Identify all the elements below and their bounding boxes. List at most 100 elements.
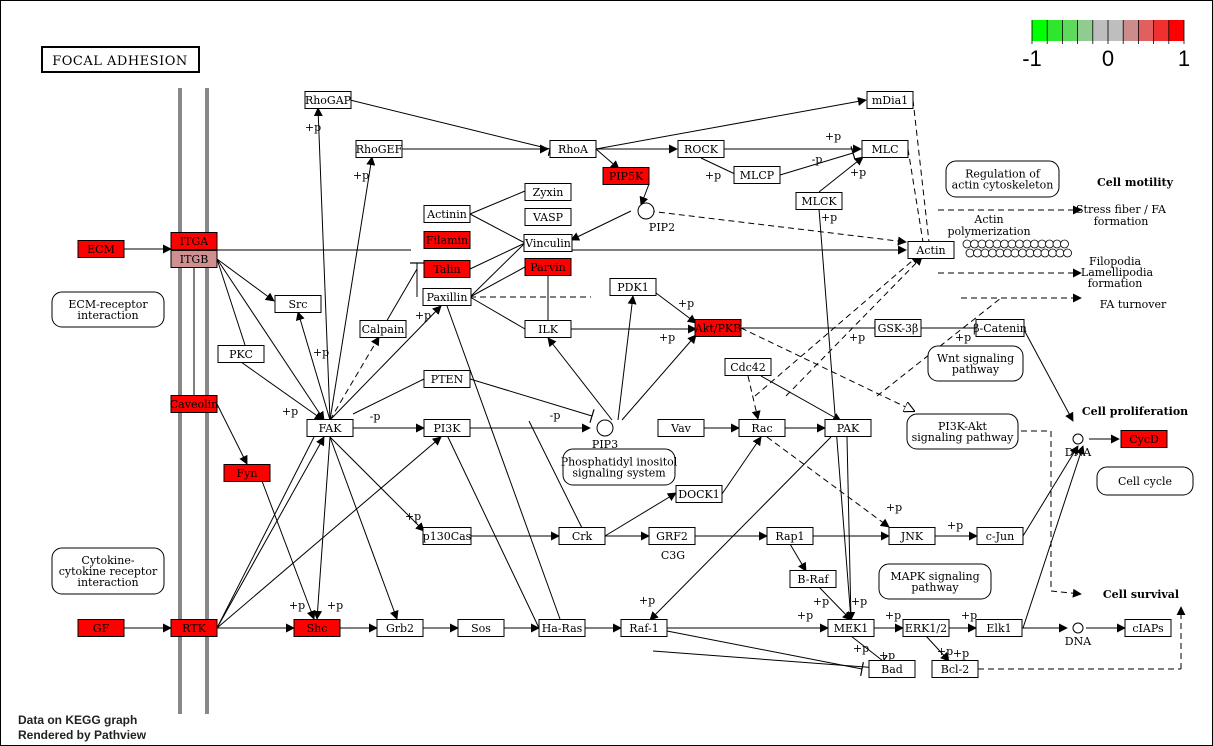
gene-node-elk1[interactable]: Elk1 <box>975 619 1023 637</box>
gene-node-parvin[interactable]: Parvin <box>524 258 572 276</box>
gene-node-b-raf[interactable]: B-Raf <box>789 570 837 588</box>
compound-circle[interactable] <box>1072 622 1084 634</box>
gene-node-calpain[interactable]: Calpain <box>359 320 407 338</box>
gene-node-crk[interactable]: Crk <box>558 527 606 545</box>
pathway-link-box[interactable] <box>51 547 165 595</box>
gene-node-mlck[interactable]: MLCK <box>795 192 843 210</box>
gene-node-vinculin[interactable]: Vinculin <box>523 234 573 252</box>
gene-node-box[interactable] <box>423 231 471 249</box>
gene-node-filamin[interactable]: Filamin <box>423 231 471 249</box>
gene-node-box[interactable] <box>523 234 573 252</box>
gene-node-box[interactable] <box>976 527 1024 545</box>
gene-node-box[interactable] <box>170 619 218 637</box>
gene-node-box[interactable] <box>524 183 572 201</box>
gene-node-pip5k[interactable]: PIP5K <box>602 167 650 185</box>
gene-node-akt-pkb[interactable]: Akt/PKB <box>694 319 742 337</box>
gene-node-itga[interactable]: ITGA <box>170 232 218 250</box>
gene-node-box[interactable] <box>170 250 218 268</box>
gene-node-pak[interactable]: PAK <box>824 419 872 437</box>
gene-node-rock[interactable]: ROCK <box>677 140 725 158</box>
gene-node-box[interactable] <box>359 320 407 338</box>
gene-node-box[interactable] <box>694 319 742 337</box>
compound-circle[interactable] <box>1072 433 1084 445</box>
gene-node-box[interactable] <box>675 485 723 503</box>
gene-node-box[interactable] <box>648 527 696 545</box>
gene-node-box[interactable] <box>1124 619 1172 637</box>
gene-node-box[interactable] <box>355 140 403 158</box>
gene-node-box[interactable] <box>866 91 914 109</box>
gene-node-caveolin[interactable]: Caveolin <box>170 395 218 413</box>
gene-node-ilk[interactable]: ILK <box>524 320 572 338</box>
gene-node-box[interactable] <box>77 240 125 258</box>
gene-node-box[interactable] <box>304 91 352 109</box>
gene-node-box[interactable] <box>827 619 875 637</box>
gene-node-actin[interactable]: Actin <box>907 241 955 259</box>
gene-node-box[interactable] <box>274 295 322 313</box>
gene-node-box[interactable] <box>170 232 218 250</box>
gene-node-box[interactable] <box>422 288 472 306</box>
gene-node-box[interactable] <box>868 660 916 678</box>
pathway-link-box[interactable] <box>1096 466 1194 496</box>
gene-node-dock1[interactable]: DOCK1 <box>675 485 723 503</box>
gene-node-cycd[interactable]: CycD <box>1120 430 1168 448</box>
gene-node-box[interactable] <box>907 241 955 259</box>
gene-node-fyn[interactable]: Fyn <box>223 464 271 482</box>
gene-node-pten[interactable]: PTEN <box>423 370 471 388</box>
compound-dna1[interactable]: DNA <box>1065 433 1092 459</box>
gene-node-mek1[interactable]: MEK1 <box>827 619 875 637</box>
gene-node-rhogef[interactable]: RhoGEF <box>355 140 403 158</box>
compound-pip3[interactable]: PIP3 <box>592 419 618 451</box>
gene-node-box[interactable] <box>888 527 936 545</box>
gene-node-sos[interactable]: Sos <box>457 619 505 637</box>
gene-node-box[interactable] <box>538 619 586 637</box>
gene-node-box[interactable] <box>293 619 341 637</box>
gene-node-box[interactable] <box>423 260 471 278</box>
gene-node-box[interactable] <box>423 205 471 223</box>
gene-node-zyxin[interactable]: Zyxin <box>524 183 572 201</box>
gene-node-box[interactable] <box>874 319 922 337</box>
gene-node-box[interactable] <box>975 319 1025 337</box>
gene-node-box[interactable] <box>77 619 125 637</box>
compound-circle[interactable] <box>637 202 655 220</box>
pathway-link-box[interactable] <box>945 160 1060 198</box>
gene-node-box[interactable] <box>423 419 471 437</box>
gene-node-box[interactable] <box>824 419 872 437</box>
gene-node-catenin[interactable]: β-Catenin <box>973 319 1027 337</box>
pathway-link-box[interactable] <box>906 413 1019 450</box>
gene-node-gsk-3[interactable]: GSK-3β <box>874 319 922 337</box>
gene-node-bad[interactable]: Bad <box>868 660 916 678</box>
gene-node-box[interactable] <box>738 419 786 437</box>
gene-node-rap1[interactable]: Rap1 <box>766 527 814 545</box>
pathway-link-box[interactable] <box>51 291 165 328</box>
gene-node-fak[interactable]: FAK <box>306 419 354 437</box>
gene-node-box[interactable] <box>657 419 705 437</box>
gene-node-mlc[interactable]: MLC <box>861 140 909 158</box>
gene-node-pkc[interactable]: PKC <box>217 345 265 363</box>
gene-node-box[interactable] <box>733 166 781 184</box>
gene-node-box[interactable] <box>558 527 606 545</box>
gene-node-box[interactable] <box>306 419 354 437</box>
gene-node-box[interactable] <box>975 619 1023 637</box>
compound-pip2[interactable]: PIP2 <box>637 202 675 234</box>
gene-node-raf-1[interactable]: Raf-1 <box>620 619 668 637</box>
gene-node-pi3k[interactable]: PI3K <box>423 419 471 437</box>
pathway-link-box[interactable] <box>927 345 1024 382</box>
gene-node-ciaps[interactable]: cIAPs <box>1124 619 1172 637</box>
gene-node-box[interactable] <box>902 619 950 637</box>
gene-node-box[interactable] <box>677 140 725 158</box>
gene-node-box[interactable] <box>789 570 837 588</box>
gene-node-box[interactable] <box>223 464 271 482</box>
gene-node-grf2[interactable]: GRF2 <box>648 527 696 545</box>
gene-node-box[interactable] <box>861 140 909 158</box>
gene-node-box[interactable] <box>524 258 572 276</box>
gene-node-box[interactable] <box>170 395 218 413</box>
gene-node-box[interactable] <box>217 345 265 363</box>
gene-node-box[interactable] <box>609 278 657 296</box>
pathway-link-cell-cycle[interactable]: Cell cycle <box>1096 466 1194 496</box>
gene-node-mlcp[interactable]: MLCP <box>733 166 781 184</box>
gene-node-ha-ras[interactable]: Ha-Ras <box>538 619 586 637</box>
